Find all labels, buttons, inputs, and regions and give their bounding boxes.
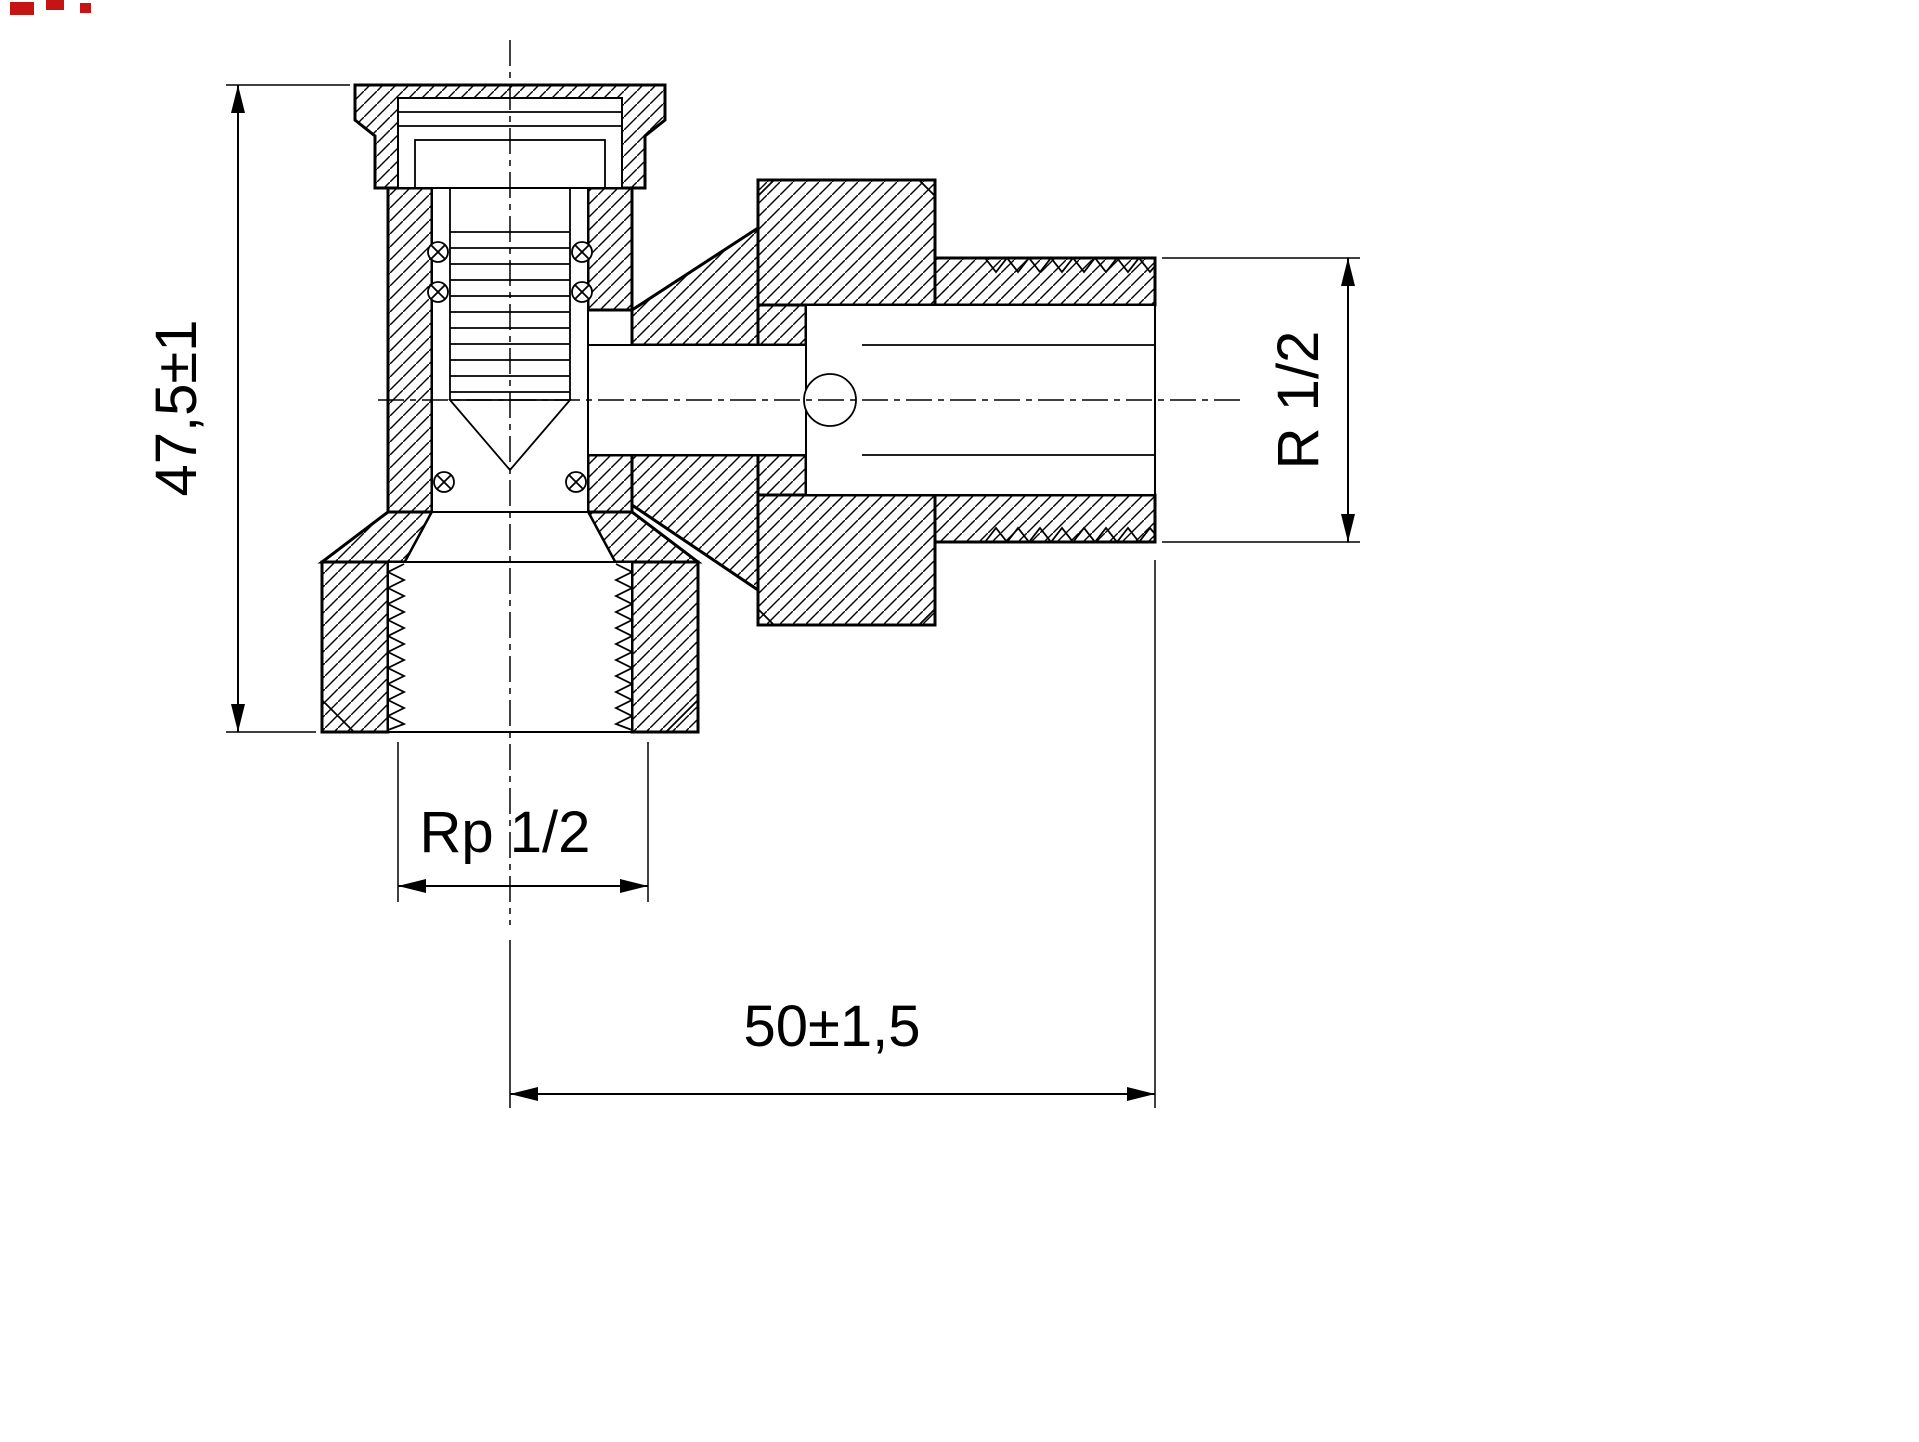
tail-bore-lines — [862, 344, 1155, 456]
centerlines — [378, 40, 1240, 925]
corner-watermark-fragment — [10, 0, 91, 15]
body-stub-top — [756, 303, 808, 347]
o-ring — [433, 471, 455, 493]
arrowhead-left — [510, 1087, 538, 1101]
width-dim-label: 50±1,5 — [744, 994, 921, 1059]
body-stub-bottom — [756, 453, 808, 497]
arrowhead-down — [1341, 514, 1355, 542]
o-ring — [565, 471, 587, 493]
cap-slot-lines — [398, 111, 622, 127]
arrowhead-up — [231, 85, 245, 113]
male-thread-extension-lines — [1162, 257, 1360, 543]
female-thread-extension-lines — [397, 742, 649, 902]
hex-left-wall — [320, 560, 390, 734]
dimension-width: 50±1,5 — [509, 560, 1156, 1108]
o-ring — [427, 281, 449, 303]
spindle-sides — [449, 188, 571, 400]
arrowhead-up — [1341, 258, 1355, 286]
body-right-wall-upper — [586, 186, 634, 312]
arrowhead-right — [620, 879, 648, 893]
union-nut-top — [756, 178, 937, 307]
arrowhead-right — [1127, 1087, 1155, 1101]
o-ring — [571, 281, 593, 303]
union-nut-bottom — [756, 493, 937, 627]
height-dim-label: 47,5±1 — [144, 320, 209, 497]
nut-chamfer-lines — [757, 179, 936, 626]
male-thread-bottom — [984, 526, 1156, 544]
arrowhead-left — [398, 879, 426, 893]
width-extension-lines — [509, 560, 1156, 1108]
dimension-female-thread: Rp 1/2 — [397, 742, 649, 902]
dimension-height: 47,5±1 — [144, 84, 350, 733]
female-thread-dim-label: Rp 1/2 — [420, 800, 591, 865]
dimension-male-thread: R 1/2 — [1162, 257, 1360, 543]
hex-chamfer-lines — [321, 699, 699, 733]
body-right-wall-lower — [586, 453, 634, 514]
male-thread-dim-label: R 1/2 — [1266, 331, 1331, 470]
o-ring — [571, 241, 593, 263]
height-extension-lines — [226, 84, 350, 733]
hex-right-wall — [630, 560, 700, 734]
male-thread-top — [984, 256, 1156, 274]
female-thread-right — [613, 563, 635, 731]
detail-lines — [321, 111, 1156, 733]
o-rings — [427, 241, 593, 493]
o-ring — [427, 241, 449, 263]
arrowhead-down — [231, 704, 245, 732]
female-thread-left — [385, 563, 407, 731]
body-left-wall — [386, 186, 434, 514]
